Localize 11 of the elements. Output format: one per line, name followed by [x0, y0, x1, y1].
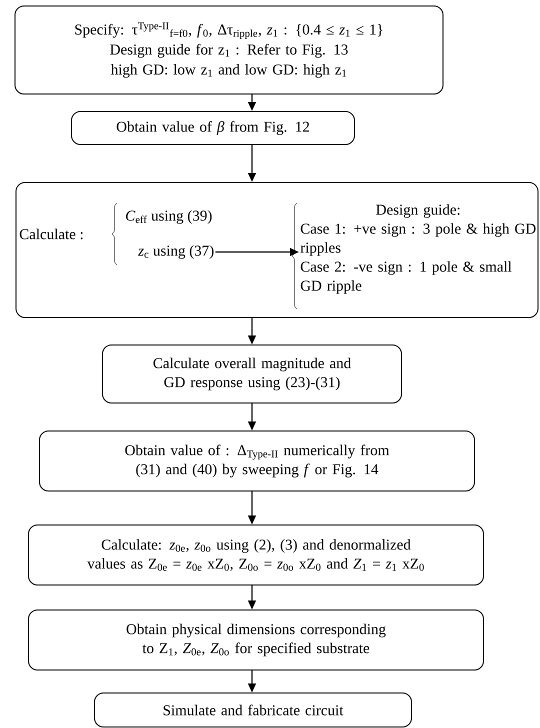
formula-line: z$_{c}$ using (37) — [138, 245, 214, 259]
process-box: Specify: τ$^{Type-II}$$_{f=f0}$, f$_{0}$, Δτ$_{ripple}$, z$_{1}$ : {0.4 ≤ z$_{1}$ ≤ 1} Design guide for z$_{1}$ : Refer to Fig. 13 high GD: low z$_{1}$ and low GD: high z$_{1}$ — [14, 6, 444, 94]
formula-line: C$_{eff}$ using (39) — [126, 210, 212, 224]
process-box: Calculate overall magnitude and GD response using (23)-(31) — [102, 344, 402, 404]
process-box: Simulate and fabricate circuit — [94, 692, 412, 728]
process-box: Calculate: z$_{0e}$, z$_{0o}$ using (2), (3) and denormalized values as Z$_{0e}$ = z$_{0e}$ xZ$_{0}$, Z$_{0o}$ = z$_{0o}$ xZ$_{0}$ and Z$_{1}$ = z$_{1}$ xZ$_{0}$ — [28, 524, 484, 586]
process-box: Obtain value of β from Fig. 12 — [71, 111, 355, 145]
box-label: Calculate : — [20, 228, 83, 240]
process-box: Obtain value of : Δ$_{Type-II}$ numerically from (31) and (40) by sweeping f or Fig. 14 — [39, 430, 475, 492]
process-box: Obtain physical dimensions corresponding to Z$_{1}$, Z$_{0e}$, Z$_{0o}$ for specified substrate — [28, 610, 484, 670]
design-guide-text: Design guide: Case 1: +ve sign : 3 pole & high GD ripples Case 2: -ve sign : 1 pole & small GD ripple — [300, 204, 536, 294]
